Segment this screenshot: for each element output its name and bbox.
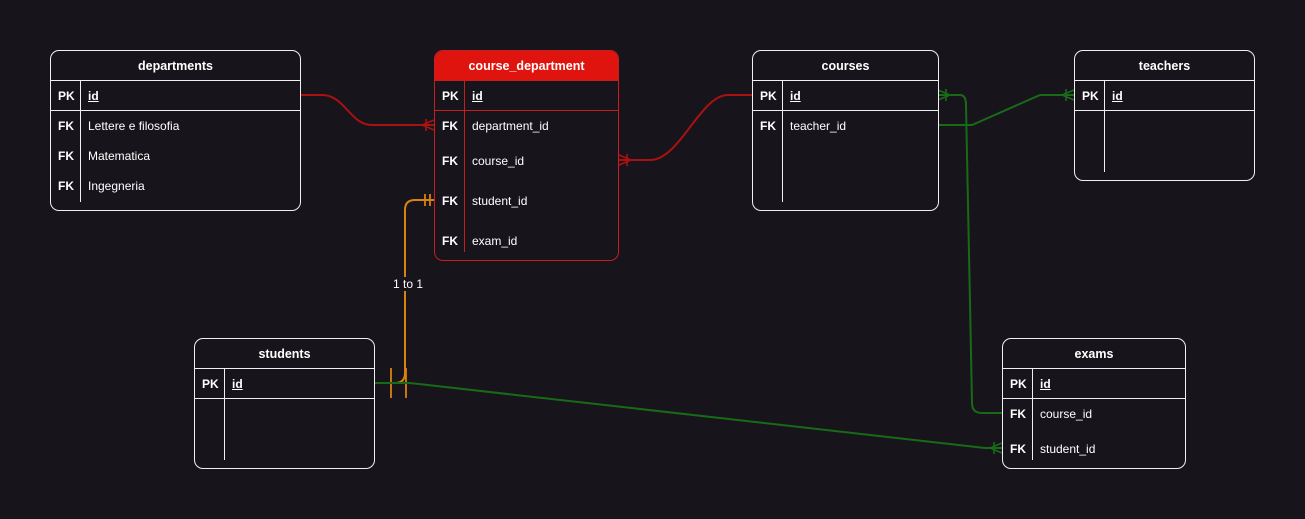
pk-label: PK xyxy=(1082,88,1099,103)
field-name: course_id xyxy=(1040,407,1093,421)
field-name: teacher_id xyxy=(790,119,847,133)
field-name: Ingegneria xyxy=(88,179,145,193)
fk-label: FK xyxy=(1010,442,1026,456)
table-teachers[interactable]: teachers PK id xyxy=(1074,50,1255,181)
column-divider xyxy=(80,81,81,202)
table-title: course_department xyxy=(435,51,618,81)
crows-foot-many-icon xyxy=(618,154,632,166)
field-name: course_id xyxy=(472,154,525,168)
pk-label: PK xyxy=(442,88,459,103)
table-title: courses xyxy=(753,51,938,81)
pk-label: PK xyxy=(760,88,777,103)
edge-courses-course-department[interactable] xyxy=(619,94,752,161)
pk-row[interactable]: PK id xyxy=(51,81,300,111)
fk-label: FK xyxy=(442,119,458,133)
crows-foot-many-icon xyxy=(421,119,435,131)
fk-label: FK xyxy=(58,149,74,163)
pk-row[interactable]: PK id xyxy=(195,369,374,399)
table-departments[interactable]: departments PK id FK Lettere e filosofia… xyxy=(50,50,301,211)
field-name: student_id xyxy=(472,194,528,208)
field-name: id xyxy=(232,376,243,391)
column-divider xyxy=(464,81,465,252)
crows-foot-many-icon xyxy=(937,89,951,101)
table-exams[interactable]: exams PK id FK course_id FK student_id xyxy=(1002,338,1186,469)
fk-label: FK xyxy=(58,179,74,193)
column-divider xyxy=(1032,369,1033,460)
fk-row[interactable]: FK teacher_id xyxy=(753,111,938,141)
edge-students-course-department[interactable] xyxy=(374,199,434,384)
table-course-department[interactable]: course_department PK id FK department_id… xyxy=(434,50,619,261)
fk-label: FK xyxy=(442,234,458,248)
edge-courses-exams[interactable] xyxy=(938,94,1002,414)
column-divider xyxy=(782,81,783,202)
field-name: id xyxy=(790,88,801,103)
fk-label: FK xyxy=(442,194,458,208)
fk-row[interactable]: FK Matematica xyxy=(51,141,300,171)
edge-students-exams[interactable] xyxy=(374,382,1002,449)
fk-row[interactable]: FK course_id xyxy=(435,141,618,181)
relation-label: 1 to 1 xyxy=(391,277,426,291)
column-divider xyxy=(224,369,225,460)
fk-row[interactable]: FK student_id xyxy=(435,181,618,221)
field-name: id xyxy=(472,88,483,103)
field-name: id xyxy=(1112,88,1123,103)
fk-label: FK xyxy=(1010,407,1026,421)
pk-row[interactable]: PK id xyxy=(1003,369,1185,399)
column-divider xyxy=(1104,81,1105,172)
pk-row[interactable]: PK id xyxy=(435,81,618,111)
table-title: teachers xyxy=(1075,51,1254,81)
table-title: exams xyxy=(1003,339,1185,369)
fk-label: FK xyxy=(58,119,74,133)
fk-row[interactable]: FK department_id xyxy=(435,111,618,141)
table-courses[interactable]: courses PK id FK teacher_id xyxy=(752,50,939,211)
pk-label: PK xyxy=(1010,376,1027,391)
table-title: students xyxy=(195,339,374,369)
pk-row[interactable]: PK id xyxy=(1075,81,1254,111)
fk-row[interactable]: FK Ingegneria xyxy=(51,171,300,201)
field-name: department_id xyxy=(472,119,549,133)
edge-departments-course-department[interactable] xyxy=(300,94,434,126)
edge-courses-teachers[interactable] xyxy=(938,94,1074,126)
pk-label: PK xyxy=(202,376,219,391)
table-students[interactable]: students PK id xyxy=(194,338,375,469)
crows-foot-many-icon xyxy=(1061,89,1075,101)
field-name: Lettere e filosofia xyxy=(88,119,180,133)
field-name: student_id xyxy=(1040,442,1096,456)
fk-label: FK xyxy=(442,154,458,168)
pk-label: PK xyxy=(58,88,75,103)
field-name: exam_id xyxy=(472,234,518,248)
pk-row[interactable]: PK id xyxy=(753,81,938,111)
fk-row[interactable]: FK exam_id xyxy=(435,221,618,260)
fk-label: FK xyxy=(760,119,776,133)
field-name: id xyxy=(88,88,99,103)
table-title: departments xyxy=(51,51,300,81)
crows-foot-many-icon xyxy=(989,442,1003,454)
field-name: id xyxy=(1040,376,1051,391)
fk-row[interactable]: FK student_id xyxy=(1003,429,1185,468)
one-to-one-marker-icon xyxy=(390,194,431,398)
fk-row[interactable]: FK course_id xyxy=(1003,399,1185,429)
fk-row[interactable]: FK Lettere e filosofia xyxy=(51,111,300,141)
field-name: Matematica xyxy=(88,149,151,163)
